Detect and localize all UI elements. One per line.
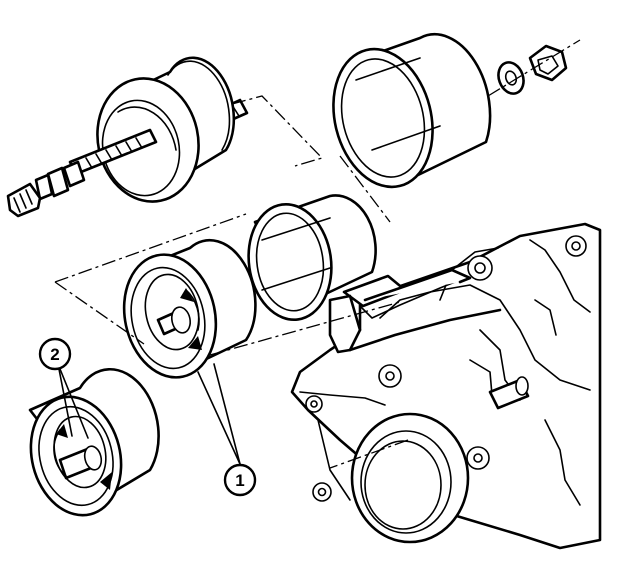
washer [497,61,525,95]
alignment-lines [54,39,581,469]
drift-handle [328,268,502,354]
housing-dowel [488,376,530,410]
callout-1: 1 [223,463,257,497]
housing-bolt-boss-6 [312,482,332,502]
housing-bolt-boss-5 [305,395,323,413]
callout-2: 2 [38,337,72,371]
leader-lines [57,363,241,465]
housing-bolt-boss-3 [378,364,402,388]
callout-1-label: 1 [235,471,244,490]
housing-bolt-boss-1 [467,255,493,281]
installer-tool-with-threaded-rod [6,56,249,218]
installer-cup-2 [28,367,160,517]
bearing-bore [350,412,470,544]
callout-2-label: 2 [50,345,59,364]
housing-bolt-boss-4 [466,446,490,470]
installer-cup-1 [122,238,257,379]
adapter-ring [247,194,377,322]
housing-bolt-boss-2 [565,235,587,257]
receiver-cup [332,33,492,189]
